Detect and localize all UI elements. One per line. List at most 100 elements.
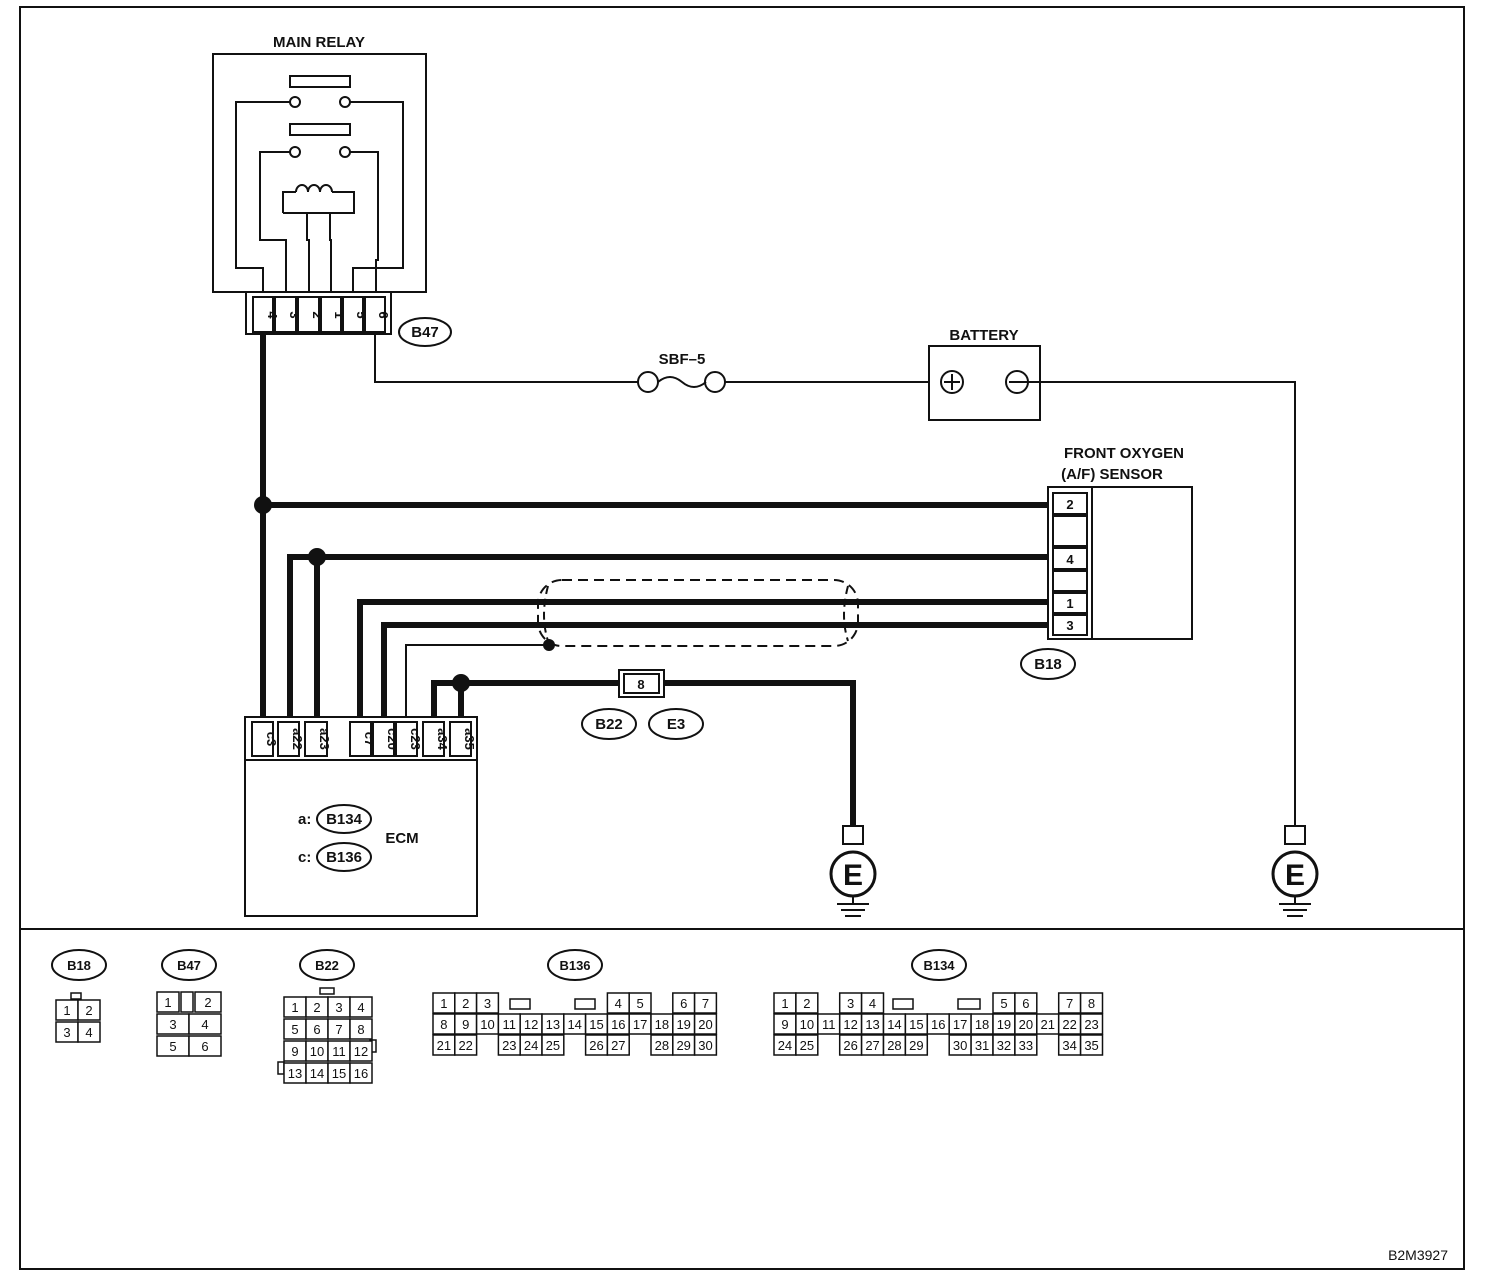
legend-pin-cell: [77, 999, 101, 1021]
sensor-pin-label: 4: [1066, 552, 1074, 567]
relay-terminal: [289, 96, 301, 108]
legend-pin-cell: [349, 1062, 373, 1084]
relay-terminal: [289, 146, 301, 158]
legend-pin-label: 30: [698, 1038, 712, 1053]
ecm-pin-label: c3: [264, 732, 279, 746]
legend-pin-label: 9: [781, 1017, 788, 1032]
relay-terminal: [339, 146, 351, 158]
legend-pin-cell: [475, 992, 500, 1014]
legend-pin-cell: [904, 1034, 929, 1056]
legend-pin-label: 6: [1022, 996, 1029, 1011]
legend-pin-label: 3: [169, 1017, 176, 1032]
legend-pin-label: 25: [546, 1038, 560, 1053]
legend-pin-cell: [606, 1034, 630, 1056]
legend-badge-label: B47: [177, 958, 201, 973]
legend-pin-label: 30: [953, 1038, 967, 1053]
legend-pin-label: 3: [484, 996, 491, 1011]
ecm-pin-label: a35: [462, 728, 477, 750]
legend-pin-label: 3: [63, 1025, 70, 1040]
ground-left: E: [829, 825, 877, 917]
legend-pin-label: 15: [589, 1017, 603, 1032]
sensor-pin-cells: [1052, 492, 1088, 636]
cable-shield: [537, 579, 859, 647]
wire-shield-c23: [405, 644, 549, 720]
legend-pin-label: 26: [589, 1038, 603, 1053]
main-relay-title: MAIN RELAY: [273, 34, 365, 51]
legend-pin-label: 22: [1062, 1017, 1076, 1032]
relay-terminal: [339, 96, 351, 108]
legend-pin-label: 23: [502, 1038, 516, 1053]
wire-sensor1: [357, 599, 1048, 720]
legend-badge-b136: [547, 949, 603, 981]
relay-pin-label: 1: [332, 311, 347, 318]
legend-pin-label: 13: [546, 1017, 560, 1032]
legend-pin-label: 19: [997, 1017, 1011, 1032]
relay-coil-icon: [282, 184, 355, 214]
legend-pin-label: 35: [1084, 1038, 1098, 1053]
legend-pin-label: 27: [865, 1038, 879, 1053]
fuse-label: SBF–5: [659, 351, 706, 368]
legend-pin-label: 9: [462, 1017, 469, 1032]
legend-pin-label: 5: [291, 1022, 298, 1037]
legend-pin-label: 16: [931, 1017, 945, 1032]
legend-pin-label: 32: [997, 1038, 1011, 1053]
legend-badge-label: B134: [923, 958, 955, 973]
legend-pin-label: 21: [437, 1038, 451, 1053]
connector-ref-b134-label: B134: [326, 811, 363, 828]
legend-pin-label: 6: [201, 1039, 208, 1054]
legend-pin-cell: [795, 992, 819, 1014]
legend-pin-label: 10: [310, 1044, 324, 1059]
legend-pin-label: 26: [843, 1038, 857, 1053]
legend-pin-cell: [349, 1040, 373, 1062]
wire-battery-to-ground: [1040, 381, 1296, 826]
legend-pin-label: 17: [633, 1017, 647, 1032]
legend-pin-label: 14: [567, 1017, 581, 1032]
legend-pin-label: 29: [909, 1038, 923, 1053]
legend-pin-label: 16: [611, 1017, 625, 1032]
sensor-pin-label: 1: [1066, 596, 1073, 611]
legend-pin-label: 8: [357, 1022, 364, 1037]
main-relay-box: [212, 53, 427, 293]
relay-pin-label: 6: [376, 311, 391, 318]
legend-badge-label: B136: [559, 958, 590, 973]
legend-pin-label: 24: [524, 1038, 538, 1053]
legend-pin-label: 5: [1000, 996, 1007, 1011]
legend-pin-label: 3: [335, 1000, 342, 1015]
relay-internal-wiring: [235, 101, 404, 300]
legend-pin-label: 4: [201, 1017, 208, 1032]
relay-pin-label: 2: [310, 311, 325, 318]
legend-pin-label: 4: [615, 996, 622, 1011]
legend-pin-cell: [194, 991, 222, 1013]
legend-pin-label: 1: [291, 1000, 298, 1015]
legend-pin-label: 2: [462, 996, 469, 1011]
battery-label: BATTERY: [949, 327, 1018, 344]
ecm-pin-label: c20: [385, 728, 400, 750]
legend-pin-label: 15: [909, 1017, 923, 1032]
legend-pin-label: 11: [332, 1044, 346, 1059]
ecm-pin-label: c23: [408, 728, 423, 750]
sensor-title-line1: FRONT OXYGEN: [1064, 445, 1184, 462]
legend-badge-b22: [299, 949, 355, 981]
legend-pin-label: 23: [1084, 1017, 1098, 1032]
legend-pin-label: 20: [698, 1017, 712, 1032]
legend-badge-label: B22: [315, 958, 339, 973]
legend-pin-label: 8: [440, 1017, 447, 1032]
legend-pin-label: 27: [611, 1038, 625, 1053]
legend-pin-cell: [454, 1034, 478, 1056]
legend-badge-label: B18: [67, 958, 91, 973]
legend-badge-b134: [911, 949, 967, 981]
harness-wires: [260, 334, 1048, 830]
legend-pin-cell: [188, 1013, 222, 1035]
outer-frame: [19, 6, 1465, 1270]
legend-pin-cell: [188, 1035, 222, 1057]
ecm-c-prefix: c:: [298, 849, 311, 866]
legend-pin-label: 11: [503, 1017, 517, 1032]
connector-ref-b18: [1020, 648, 1076, 680]
legend-pin-label: 7: [702, 996, 709, 1011]
legend-pin-label: 15: [332, 1066, 346, 1081]
legend-pin-cell: [77, 1021, 101, 1043]
legend-pin-label: 14: [887, 1017, 901, 1032]
legend-pin-label: 28: [887, 1038, 901, 1053]
legend-pin-label: 25: [800, 1038, 814, 1053]
